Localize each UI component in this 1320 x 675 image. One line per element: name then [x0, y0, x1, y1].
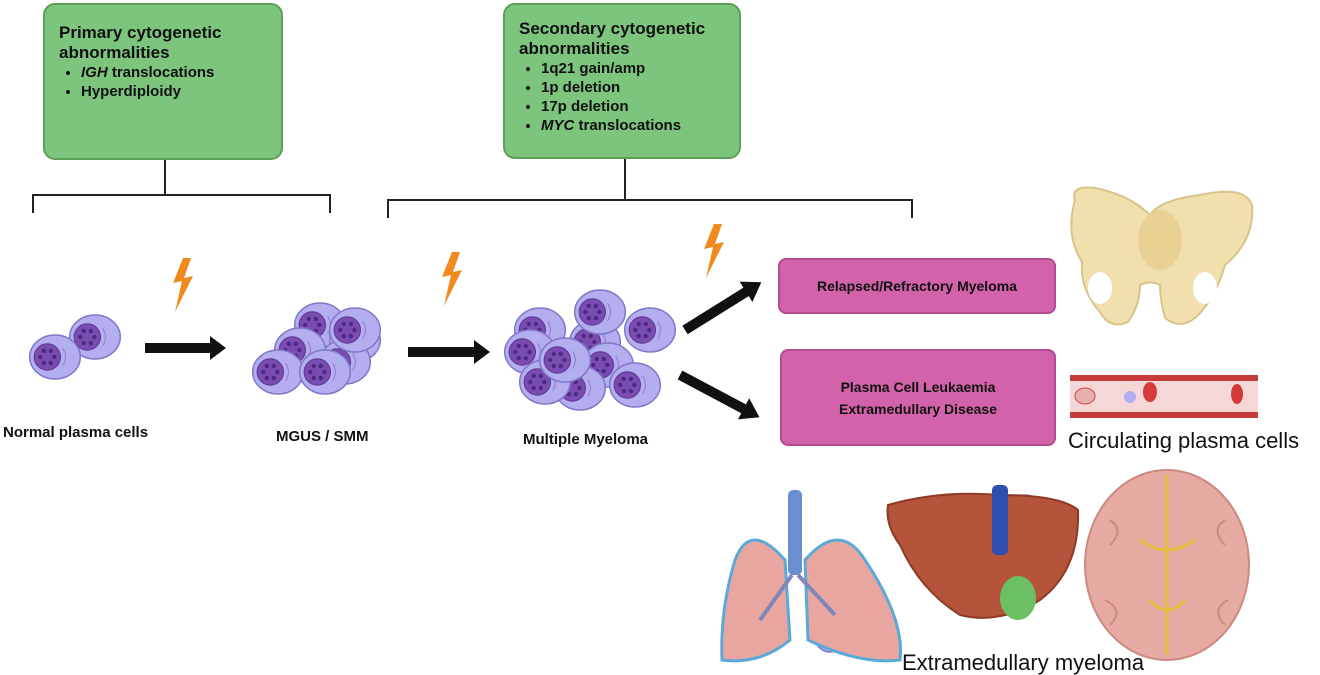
plasma-cell — [28, 334, 82, 380]
relapsed-refractory-box: Relapsed/Refractory Myeloma — [778, 258, 1056, 314]
plasma-cell — [68, 314, 122, 360]
primary-abnormalities-box: Primary cytogenetic abnormalities IGH tr… — [43, 3, 283, 160]
pcl-extramedullary-box: Plasma Cell Leukaemia Extramedullary Dis… — [780, 349, 1056, 446]
arrows — [145, 281, 762, 420]
label-normal-plasma-cells: Normal plasma cells — [3, 424, 149, 441]
secondary-abnormalities-box: Secondary cytogenetic abnormalities 1q21… — [503, 3, 741, 159]
item-text: translocations — [107, 64, 215, 81]
plasma-cell — [251, 349, 305, 395]
caption-extramedullary-myeloma: Extramedullary myeloma — [902, 650, 1145, 675]
label-mgus-smm: MGUS / SMM — [276, 428, 369, 445]
item-text: 17p deletion — [541, 98, 629, 115]
plasma-cell — [328, 307, 382, 353]
plasma-cell — [573, 289, 627, 335]
pelvis-illustration — [1070, 186, 1254, 326]
item-text: 1p deletion — [541, 79, 621, 96]
liver-illustration — [886, 485, 1080, 620]
secondary-item: MYC translocations — [541, 116, 725, 135]
label-multiple-myeloma: Multiple Myeloma — [523, 431, 649, 448]
lightning-icon — [173, 258, 193, 312]
arrow-to-pcl — [677, 370, 760, 420]
blood-vessel-illustration — [1070, 375, 1258, 418]
brain-illustration — [1084, 469, 1250, 661]
caption-circulating-plasma-cells: Circulating plasma cells — [1068, 428, 1300, 453]
item-text: Hyperdiploidy — [81, 83, 182, 100]
relapsed-label: Relapsed/Refractory Myeloma — [817, 278, 1017, 294]
gene-name: IGH — [81, 64, 108, 81]
primary-title: Primary cytogenetic abnormalities — [59, 23, 222, 62]
plasma-cell — [608, 362, 662, 408]
secondary-title: Secondary cytogenetic abnormalities — [519, 19, 706, 58]
primary-item: Hyperdiploidy — [81, 82, 267, 101]
secondary-item: 17p deletion — [541, 97, 725, 116]
gene-name: MYC — [541, 117, 575, 134]
pcl-label: Plasma Cell Leukaemia — [840, 378, 996, 395]
item-text: 1q21 gain/amp — [541, 60, 646, 77]
arrow-normal-to-mgus — [145, 336, 226, 360]
primary-item: IGH translocations — [81, 63, 267, 82]
plasma-cell — [298, 349, 352, 395]
item-text: translocations — [574, 117, 682, 134]
arrow-mgus-to-mm — [408, 340, 490, 364]
secondary-list: 1q21 gain/amp 1p deletion 17p deletionMYC … — [519, 59, 725, 135]
plasma-cell — [623, 307, 677, 353]
bracket-secondary — [387, 158, 913, 218]
lightning-icon — [442, 252, 462, 306]
primary-list: IGH translocationsHyperdiploidy — [59, 63, 267, 101]
plasma-cell — [538, 337, 592, 383]
arrow-to-relapsed — [682, 281, 762, 335]
lungs-illustration — [720, 490, 903, 663]
lightning-icon — [704, 224, 724, 278]
secondary-item: 1q21 gain/amp — [541, 59, 725, 78]
extramedullary-disease-label: Extramedullary Disease — [839, 400, 997, 417]
secondary-item: 1p deletion — [541, 78, 725, 97]
bracket-primary — [32, 160, 331, 213]
